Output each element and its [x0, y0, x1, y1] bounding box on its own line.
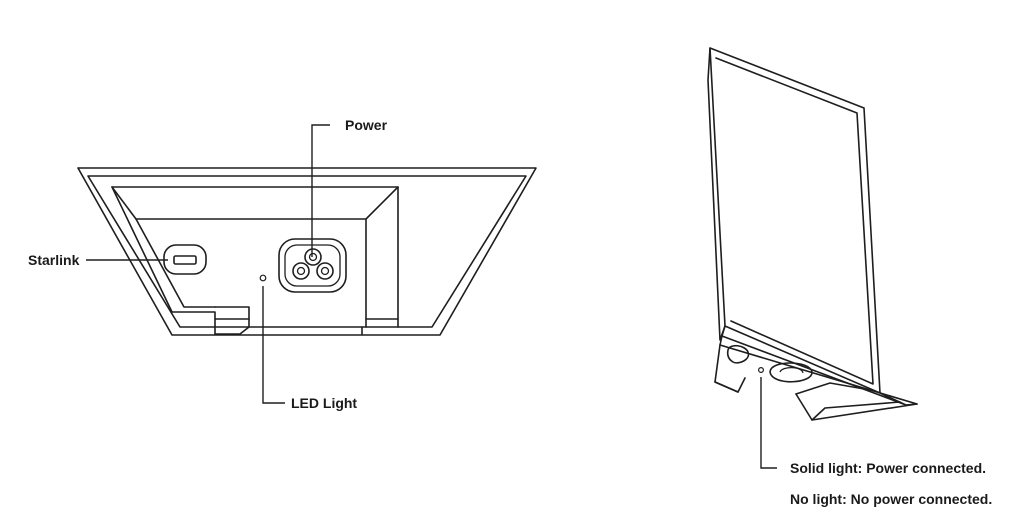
led-indicator — [259, 274, 267, 282]
starlink-label: Starlink — [28, 252, 80, 268]
base-bottom-view — [77, 167, 537, 336]
power-label: Power — [345, 117, 388, 133]
solid-light-leader — [760, 377, 777, 469]
power-leader — [311, 124, 330, 257]
starlink-port — [163, 244, 207, 275]
led-indicator-perspective — [757, 367, 764, 374]
solid-light-label: Solid light: Power connected. — [790, 460, 986, 476]
led-leader — [262, 286, 285, 404]
no-light-label: No light: No power connected. — [790, 491, 992, 507]
led-light-label: LED Light — [291, 395, 357, 411]
router-perspective-view — [707, 47, 918, 421]
